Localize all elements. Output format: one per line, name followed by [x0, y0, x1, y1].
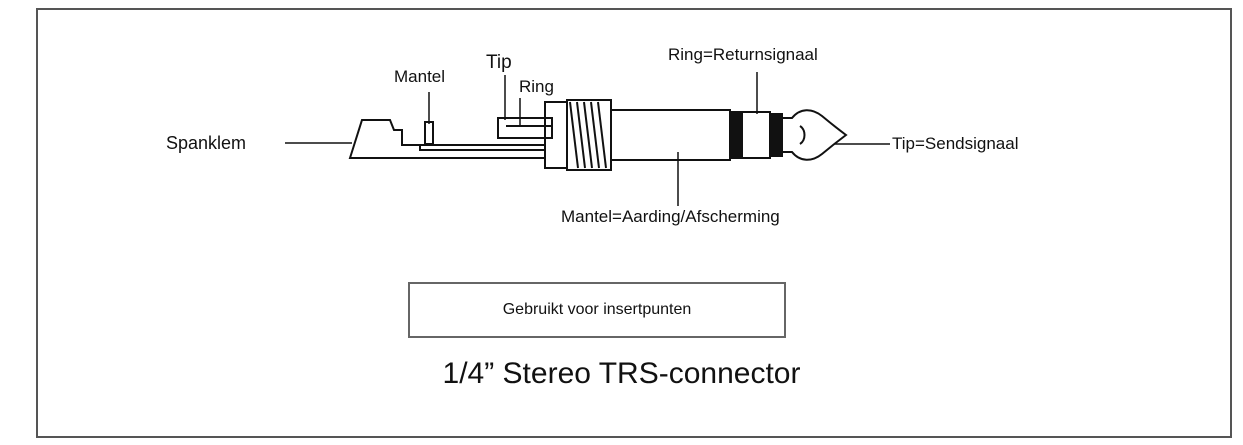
insulator-1: [729, 111, 743, 159]
tip-solder-lug: [497, 117, 553, 139]
diagram-title: 1/4” Stereo TRS-connector: [442, 357, 801, 390]
insulator-2: [769, 113, 783, 157]
label-tip: Tip: [486, 52, 512, 73]
usage-note: Gebruikt voor insertpunten: [502, 301, 692, 318]
label-clamp: Spanklem: [166, 133, 246, 153]
sleeve-barrel: [611, 109, 731, 161]
tip-contact: [781, 109, 848, 161]
label-ring-signal: Ring=Returnsignaal: [668, 45, 818, 64]
sleeve-solder-tab: [424, 121, 434, 145]
usage-note-box: Gebruikt voor insertpunten: [408, 282, 786, 338]
label-sleeve-signal: Mantel=Aarding/Afscherming: [561, 207, 780, 226]
label-sleeve: Mantel: [394, 67, 445, 86]
label-tip-signal: Tip=Sendsignaal: [892, 134, 1019, 153]
ring-contact: [741, 111, 771, 159]
diagram-frame: [36, 8, 1232, 438]
thread: [566, 99, 612, 171]
label-ring: Ring: [519, 77, 554, 96]
collar-inner: [544, 101, 568, 169]
tip-groove: [799, 125, 806, 145]
